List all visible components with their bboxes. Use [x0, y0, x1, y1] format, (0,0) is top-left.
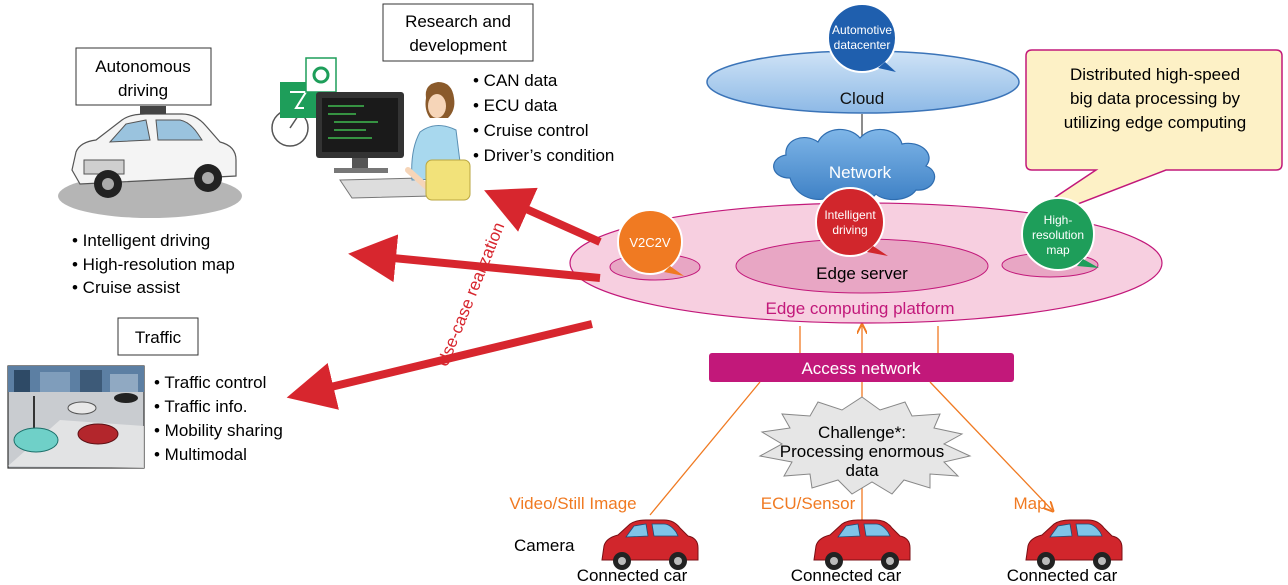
research-item-1: • CAN data: [473, 71, 558, 90]
orange-links: [649, 326, 1052, 520]
high-res-map-label-1: High-: [1044, 213, 1073, 227]
challenge-line-2: Processing enormous: [780, 442, 944, 461]
datacenter-label-1: Automotive: [832, 23, 892, 37]
callout-line-3: utilizing edge computing: [1064, 113, 1246, 132]
v2c2v-label: V2C2V: [629, 235, 671, 250]
traffic-scene-illustration: [7, 365, 145, 469]
access-network-bar: Access network: [709, 353, 1014, 382]
research-item-4: • Driver’s condition: [473, 146, 614, 165]
research-label-2: development: [409, 36, 507, 55]
edge-platform-label: Edge computing platform: [766, 299, 955, 318]
research-list: • CAN data • ECU data • Cruise control •…: [473, 71, 614, 165]
arrow-to-traffic: [286, 320, 593, 410]
traffic-list: • Traffic control • Traffic info. • Mobi…: [154, 373, 283, 464]
arrow-to-autonomous: [348, 234, 601, 283]
traffic-item-1: • Traffic control: [154, 373, 266, 392]
arrow-to-research: [484, 187, 602, 246]
autonomous-box: Autonomous driving: [75, 47, 212, 106]
research-label-1: Research and: [405, 12, 511, 31]
video-still-label: Video/Still Image: [509, 494, 636, 513]
autonomous-car-illustration: [58, 106, 242, 218]
intelligent-driving-label-1: Intelligent: [824, 208, 876, 222]
research-item-3: • Cruise control: [473, 121, 589, 140]
research-box: Research and development: [382, 3, 534, 62]
network-cloud: Network: [773, 128, 936, 204]
autonomous-label-1: Autonomous: [95, 57, 190, 76]
connected-car-middle: [813, 519, 911, 570]
traffic-box: Traffic: [117, 317, 199, 356]
connected-car-right: [1025, 519, 1123, 570]
callout-line-2: big data processing by: [1070, 89, 1241, 108]
high-res-map-bubble: High- resolution map: [1021, 197, 1099, 271]
edge-server-label: Edge server: [816, 264, 908, 283]
gear-icon: [305, 57, 337, 93]
intelligent-driving-bubble: Intelligent driving: [815, 187, 888, 257]
traffic-item-4: • Multimodal: [154, 445, 247, 464]
connected-car-label-right: Connected car: [1007, 566, 1118, 585]
autonomous-label-2: driving: [118, 81, 168, 100]
connected-car-label-left: Connected car: [577, 566, 688, 585]
network-label: Network: [829, 163, 892, 182]
challenge-starburst: Challenge*: Processing enormous data: [758, 396, 972, 495]
ecu-sensor-label: ECU/Sensor: [761, 494, 856, 513]
traffic-label: Traffic: [135, 328, 182, 347]
callout-line-1: Distributed high-speed: [1070, 65, 1240, 84]
high-res-map-label-3: map: [1046, 243, 1070, 257]
v2c2v-bubble: V2C2V: [617, 209, 684, 276]
datacenter-bubble: Automotive datacenter: [827, 3, 897, 73]
connected-car-left: [601, 519, 699, 570]
autonomous-list: • Intelligent driving • High-resolution …: [72, 231, 235, 297]
challenge-line-1: Challenge*:: [818, 423, 906, 442]
cloud-group: Automotive datacenter Cloud: [706, 3, 1020, 114]
traffic-item-2: • Traffic info.: [154, 397, 248, 416]
intelligent-driving-label-2: driving: [832, 223, 867, 237]
researcher: [405, 82, 471, 201]
map-label: Map: [1013, 494, 1046, 513]
autonomous-item-3: • Cruise assist: [72, 278, 180, 297]
cloud-label: Cloud: [840, 89, 884, 108]
research-item-2: • ECU data: [473, 96, 558, 115]
access-network-label: Access network: [801, 359, 921, 378]
challenge-line-3: data: [845, 461, 879, 480]
research-illustration: [271, 57, 471, 201]
camera-label: Camera: [514, 536, 575, 555]
callout-box: Distributed high-speed big data processi…: [999, 49, 1283, 235]
autonomous-item-2: • High-resolution map: [72, 255, 235, 274]
connected-car-label-middle: Connected car: [791, 566, 902, 585]
autonomous-item-1: • Intelligent driving: [72, 231, 210, 250]
datacenter-label-2: datacenter: [834, 38, 891, 52]
high-res-map-label-2: resolution: [1032, 228, 1084, 242]
use-case-arrows: Use-case realization: [286, 187, 602, 410]
traffic-item-3: • Mobility sharing: [154, 421, 283, 440]
